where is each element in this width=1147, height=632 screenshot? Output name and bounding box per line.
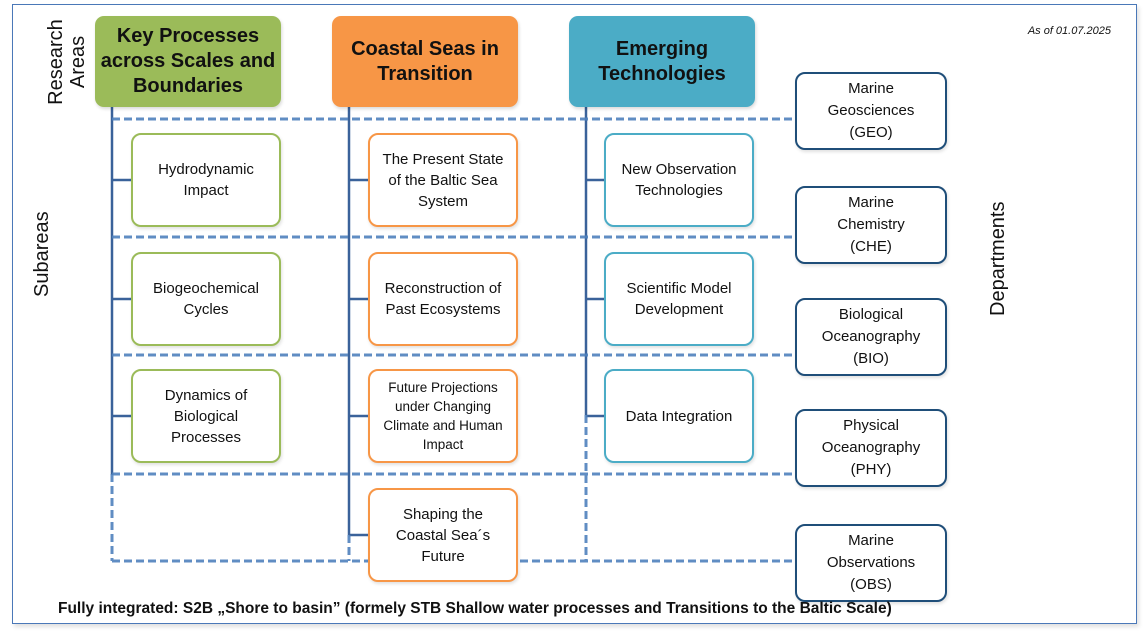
subarea-new-observation-technologies: New Observation Technologies	[604, 133, 754, 227]
subarea-future-projections: Future Projections under Changing Climat…	[368, 369, 518, 463]
department-bio: Biological Oceanography (BIO)	[795, 298, 947, 376]
subarea-shaping-coastal-sea-future: Shaping the Coastal Sea´s Future	[368, 488, 518, 582]
research-area-coastal-seas: Coastal Seas in Transition	[332, 16, 518, 107]
research-area-key-processes: Key Processes across Scales and Boundari…	[95, 16, 281, 107]
subarea-present-state-baltic: The Present State of the Baltic Sea Syst…	[368, 133, 518, 227]
department-che: Marine Chemistry (CHE)	[795, 186, 947, 264]
subarea-dynamics-biological-processes: Dynamics of Biological Processes	[131, 369, 281, 463]
subarea-data-integration: Data Integration	[604, 369, 754, 463]
footer-note: Fully integrated: S2B „Shore to basin” (…	[58, 600, 892, 617]
departments-label: Departments	[987, 201, 1009, 317]
subarea-biogeochemical-cycles: Biogeochemical Cycles	[131, 252, 281, 346]
department-obs: Marine Observations (OBS)	[795, 524, 947, 602]
as-of-date: As of 01.07.2025	[1027, 25, 1111, 37]
subarea-hydrodynamic-impact: Hydrodynamic Impact	[131, 133, 281, 227]
department-phy: Physical Oceanography (PHY)	[795, 409, 947, 487]
department-geo: Marine Geosciences (GEO)	[795, 72, 947, 150]
subarea-scientific-model-development: Scientific Model Development	[604, 252, 754, 346]
subarea-reconstruction-past-ecosystems: Reconstruction of Past Ecosystems	[368, 252, 518, 346]
subareas-label: Subareas	[31, 211, 53, 297]
research-areas-label: Research Areas	[45, 19, 89, 105]
research-area-emerging-technologies: Emerging Technologies	[569, 16, 755, 107]
